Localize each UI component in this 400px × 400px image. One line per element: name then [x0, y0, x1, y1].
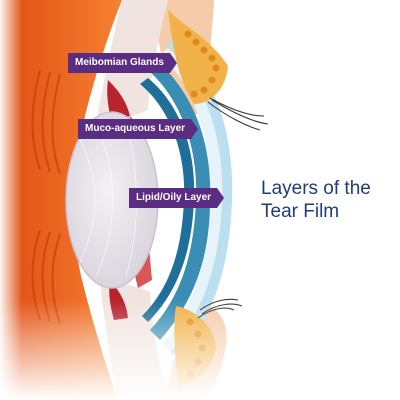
left-fade — [0, 0, 22, 400]
cornea-outer — [166, 38, 233, 358]
label-muco-aqueous-layer: Muco-aqueous Layer — [78, 118, 199, 140]
label-meibomian-glands: Meibomian Glands — [68, 52, 177, 74]
meibomian-gland-lobules — [184, 30, 220, 98]
cornea-endothelium — [140, 78, 195, 322]
pointer-arrow-icon — [217, 188, 225, 208]
label-muco-aqueous-layer-text: Muco-aqueous Layer — [78, 119, 192, 139]
diagram-title: Layers of the Tear Film — [261, 177, 391, 223]
upper-eyelashes — [207, 97, 269, 131]
title-line-2: Tear Film — [261, 201, 340, 222]
bottom-fade — [0, 300, 260, 400]
title-line-1: Layers of the — [261, 178, 371, 199]
label-lipid-oily-layer: Lipid/Oily Layer — [129, 187, 225, 209]
label-meibomian-glands-text: Meibomian Glands — [68, 53, 170, 73]
tear-film-layer — [160, 48, 223, 350]
pointer-arrow-icon — [169, 53, 177, 73]
pointer-arrow-icon — [191, 119, 199, 139]
label-lipid-oily-layer-text: Lipid/Oily Layer — [129, 188, 218, 208]
